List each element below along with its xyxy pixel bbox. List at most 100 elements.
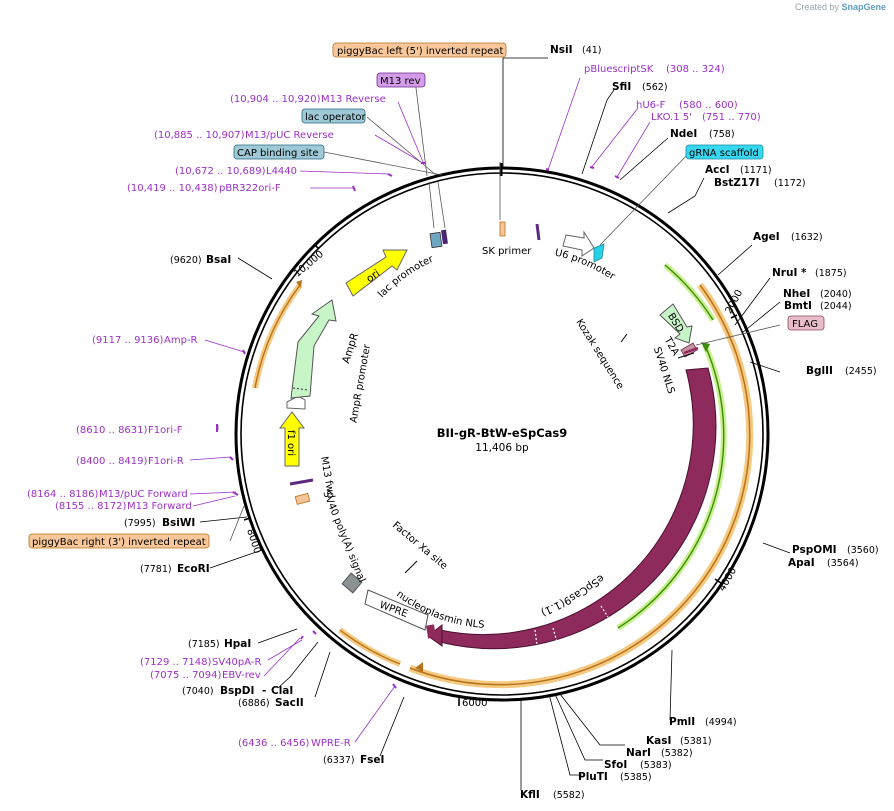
- site-hpai: HpaI: [224, 638, 251, 650]
- primer-f1orir: F1ori-R: [148, 456, 184, 467]
- site-acci-pos: (1171): [740, 165, 772, 176]
- primer-sv40par: SV40pA-R: [212, 657, 261, 668]
- piggybac-right-label: piggyBac right (3') inverted repeat: [32, 537, 206, 548]
- site-kfli-pos: (5582): [553, 790, 585, 801]
- site-pspomi: PspOMI: [792, 544, 837, 556]
- primer-m13reverse: M13 Reverse: [321, 94, 386, 105]
- sv40-small-feature: [294, 492, 311, 505]
- site-ndei-pos: (758): [709, 129, 735, 140]
- ori-orange-arc-line: [254, 284, 301, 389]
- site-bsiwi-pos: (7995): [124, 518, 156, 529]
- primer-pbluescriptsk-range: (308 .. 324): [666, 64, 725, 75]
- primer-l4440-range: (10,672 .. 10,689): [175, 166, 266, 177]
- primer-wprer: WPRE-R: [311, 738, 351, 749]
- ampr-dash: [292, 387, 309, 391]
- primer-sv40par-range: (7129 .. 7148): [140, 657, 212, 668]
- green-arc-arrowhead: [701, 342, 710, 352]
- site-pluti-pos: (5385): [620, 772, 652, 783]
- site-bglii-pos: (2455): [845, 366, 877, 377]
- site-sfoi-pos: (5383): [640, 760, 672, 771]
- site-nrui-pos: (1875): [815, 268, 847, 279]
- primer-ampr: Amp-R: [164, 335, 198, 346]
- primer-m13pucreverse-range: (10,885 .. 10,907): [154, 130, 245, 141]
- primer-pbluescriptsk: pBluescriptSK: [584, 64, 654, 75]
- t2a-tick: [677, 352, 695, 359]
- bsd-feature: [659, 303, 693, 344]
- restriction-sites: NsiI (41) SfiI (562) NdeI (758) AccI (11…: [124, 44, 879, 801]
- site-sacii: SacII: [275, 697, 304, 709]
- site-bmti-pos: (2044): [820, 301, 852, 312]
- cap-binding-box: [233, 144, 325, 160]
- primer-wprer-range: (6436 .. 6456): [238, 738, 310, 749]
- site-agei: AgeI: [753, 231, 780, 243]
- site-apai-pos: (3564): [827, 558, 859, 569]
- f1-ori-label: f1 ori: [285, 430, 296, 456]
- lac-operator-box: [301, 108, 366, 124]
- site-nsii-pos: (41): [582, 45, 602, 56]
- primer-ampr-range: (9117 .. 9136): [92, 335, 164, 346]
- primer-hu6f-range: (580 .. 600): [679, 100, 738, 111]
- primer-pbr322orif: pBR322ori-F: [219, 183, 281, 194]
- primer-m13forward-range: (8155 .. 8172): [55, 501, 127, 512]
- primer-ebvrev-range: (7075 .. 7094): [150, 670, 222, 681]
- site-clai-dash: -: [262, 685, 266, 697]
- tick-10000: [313, 243, 320, 250]
- primer-leaders: [189, 77, 651, 743]
- site-ecori-pos: (7781): [140, 564, 172, 575]
- cas9-dash-2: [552, 627, 558, 643]
- t2a-feature: [683, 346, 699, 355]
- site-fsei-pos: (6337): [323, 755, 355, 766]
- flag-box: [787, 315, 825, 331]
- ori-arc-arrowhead: [296, 280, 302, 288]
- site-fsei: FseI: [360, 754, 384, 766]
- u6-promoter-feature: [562, 230, 595, 257]
- piggybac-right-box: [28, 533, 210, 549]
- site-bmti: BmtI: [784, 300, 812, 312]
- site-nari-pos: (5382): [661, 748, 693, 759]
- site-nhei: NheI: [783, 288, 810, 300]
- backbone-ticks: [243, 163, 738, 706]
- site-acci: AccI: [705, 164, 729, 176]
- site-bsiwi: BsiWI: [162, 517, 195, 529]
- primer-ebvrev: EBV-rev: [222, 670, 261, 681]
- site-bstz17i: BstZ17I: [714, 177, 759, 189]
- green-arc-top-line: [664, 264, 714, 321]
- ampr-label: AmpR: [340, 331, 361, 365]
- boxed-labels: piggyBac left (5') inverted repeat M13 r…: [28, 42, 825, 549]
- site-pspomi-pos: (3560): [847, 545, 879, 556]
- site-leaders: [199, 57, 791, 790]
- grna-scaffold-feature: [593, 243, 605, 263]
- sv40-polya-label: SV40 poly(A) signal: [320, 489, 367, 584]
- primer-f1orir-range: (8400 .. 8419): [76, 456, 148, 467]
- snapgene-watermark: Created by SnapGene: [795, 2, 886, 12]
- site-kasi-pos: (5381): [680, 736, 712, 747]
- kozak-label: Kozak sequence: [573, 317, 625, 391]
- site-bspdi-pos: (7040): [182, 686, 214, 697]
- tick-label-4000: 4000: [717, 566, 739, 594]
- primer-pbr322orif-range: (10,419 .. 10,438): [127, 183, 218, 194]
- site-sfoi: SfoI: [604, 759, 627, 771]
- primer-hu6f: hU6-F: [636, 100, 666, 111]
- flag-label: FLAG: [792, 319, 818, 330]
- site-kasi: KasI: [646, 735, 671, 747]
- m13-rev-feature: [441, 229, 448, 245]
- plasmid-name: BII-gR-BtW-eSpCas9: [437, 426, 568, 440]
- primer-m13reverse-range: (10,904 .. 10,920): [230, 94, 321, 105]
- primer-l4440: L4440: [266, 166, 297, 177]
- site-pmli: PmlI: [669, 716, 695, 728]
- site-agei-pos: (1632): [791, 232, 823, 243]
- site-pluti: PluTI: [578, 771, 608, 783]
- site-bstz17i-pos: (1172): [774, 178, 806, 189]
- espcas9-arc: [439, 367, 717, 650]
- piggybac-left-label: piggyBac left (5') inverted repeat: [337, 46, 503, 57]
- site-kfli: KflI: [520, 789, 540, 801]
- site-nhei-pos: (2040): [820, 289, 852, 300]
- primer-f1orif: F1ori-F: [148, 425, 183, 436]
- green-arc-cas9-line: [617, 344, 725, 629]
- site-sfii: SfiI: [612, 81, 631, 93]
- sk-primer-feature: [499, 221, 506, 237]
- site-bsai: BsaI: [206, 254, 231, 266]
- site-nari: NarI: [626, 747, 651, 759]
- site-bsai-pos: (9620): [170, 255, 202, 266]
